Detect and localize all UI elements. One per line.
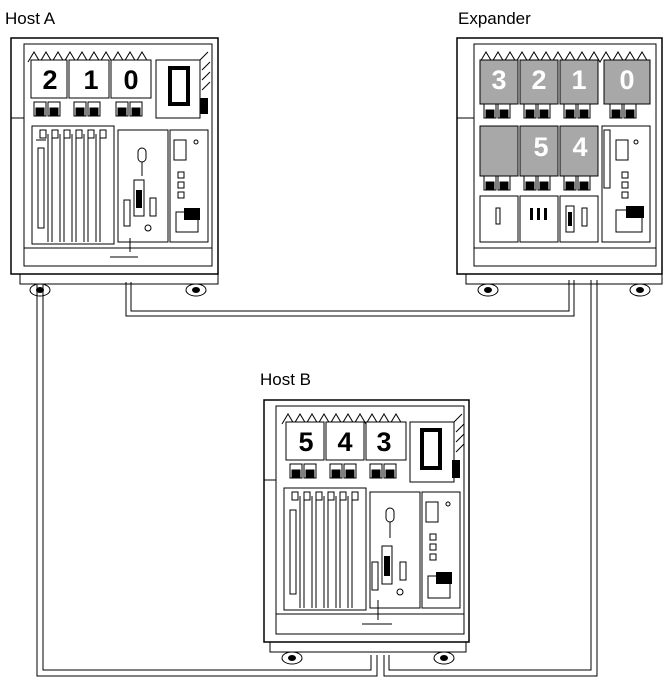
expander-chassis: 3 2 1 0 5 4 [457,38,662,296]
expander-slot-number: 4 [572,132,587,162]
host-a-latches [34,102,142,116]
expander-empty-module [480,126,518,176]
host-b-label: Host B [260,370,311,389]
host-a-label: Host A [5,9,56,28]
host-b-slot-number: 4 [337,427,352,457]
host-a-slot-number: 1 [83,65,98,95]
cable-host-b-to-expander [384,280,597,676]
host-a-chassis: 2 1 0 [11,38,218,296]
expander-slot-number: 3 [491,65,506,95]
cable-host-a-to-host-b [37,285,377,676]
host-b-slot-number: 3 [376,427,391,457]
host-b-slot-number: 5 [298,427,313,457]
expander-mid-latches [484,176,590,190]
expander-slot-number: 2 [531,65,546,95]
host-a-slot-number: 0 [123,65,138,95]
expander-base [474,248,656,266]
expander-slot-number: 1 [571,65,586,95]
expander-psu-panel [602,126,650,242]
cables [37,280,597,676]
expander-top-latches [484,104,636,118]
host-b-center-panel [370,492,420,608]
host-a-slot-number: 2 [42,65,57,95]
host-b-cards [290,492,358,608]
expander-slot-number: 0 [619,65,634,95]
cable-host-b-to-expander-inner [389,280,591,670]
expander-casters [478,284,650,296]
host-a-casters [30,284,206,296]
cable-host-a-to-host-b-inner [43,285,371,670]
expander-slot-number: 5 [533,132,548,162]
host-b-latches [290,464,396,478]
expander-label: Expander [458,9,531,28]
host-b-chassis: 5 4 3 [264,400,469,664]
host-b-casters [282,652,454,664]
host-a-cards [36,130,106,242]
